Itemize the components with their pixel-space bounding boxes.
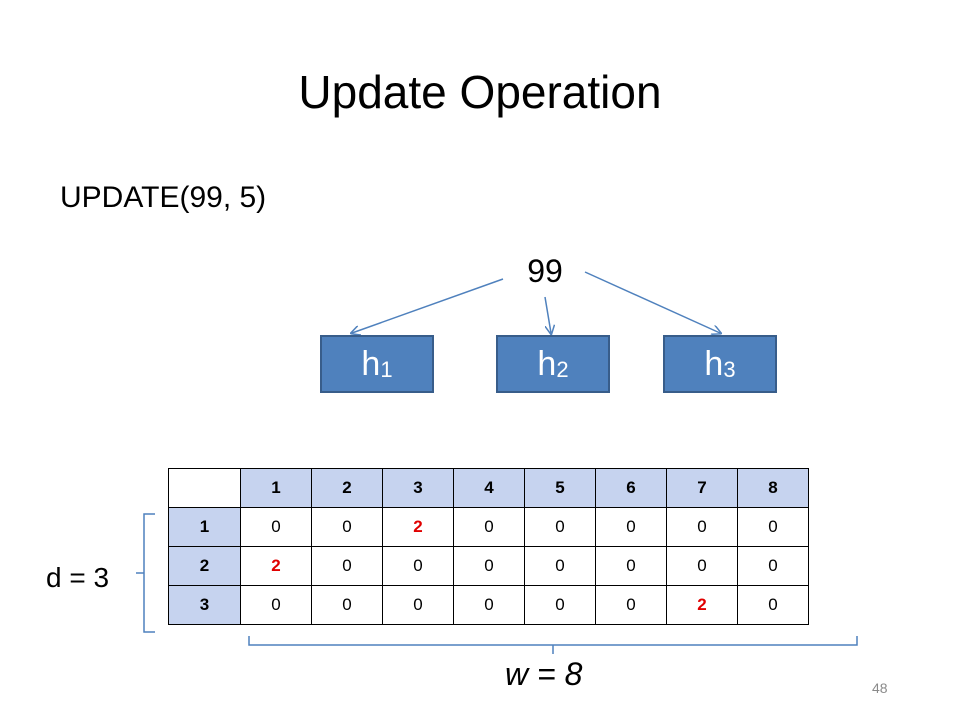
update-command: UPDATE(99, 5) xyxy=(60,181,267,214)
column-header: 1 xyxy=(240,468,312,508)
table-cell: 0 xyxy=(311,546,383,586)
table-cell: 0 xyxy=(311,507,383,547)
table-cell: 0 xyxy=(524,546,596,586)
table-row: 1 0 0 2 0 0 0 0 0 xyxy=(168,507,809,547)
depth-brace xyxy=(136,513,155,633)
column-header: 6 xyxy=(595,468,667,508)
table-cell: 0 xyxy=(311,585,383,625)
table-cell: 0 xyxy=(595,546,667,586)
table-cell: 0 xyxy=(453,546,525,586)
table-cell: 0 xyxy=(382,585,454,625)
arrow-to-h2 xyxy=(544,296,551,333)
row-header: 1 xyxy=(168,507,241,547)
hash-h1-base: h xyxy=(361,344,381,383)
column-header: 5 xyxy=(524,468,596,508)
table-header-row: 1 2 3 4 5 6 7 8 xyxy=(168,468,809,508)
hash-h2-base: h xyxy=(537,344,557,383)
table-cell: 0 xyxy=(240,507,312,547)
hash-h2-subscript: 2 xyxy=(556,357,569,382)
hash-h1-subscript: 1 xyxy=(380,357,393,382)
arrow-to-h3 xyxy=(584,271,720,333)
table-cell: 0 xyxy=(666,507,738,547)
table-row: 2 2 0 0 0 0 0 0 0 xyxy=(168,546,809,586)
page-number: 48 xyxy=(872,680,888,696)
table-cell: 0 xyxy=(595,585,667,625)
column-header: 2 xyxy=(311,468,383,508)
table-row: 3 0 0 0 0 0 0 2 0 xyxy=(168,585,809,625)
hash-h3-subscript: 3 xyxy=(723,357,736,382)
table-cell: 0 xyxy=(382,546,454,586)
table-cell: 0 xyxy=(240,585,312,625)
updated-counter-cell: 2 xyxy=(240,546,312,586)
table-cell: 0 xyxy=(453,585,525,625)
column-header: 4 xyxy=(453,468,525,508)
table-cell: 0 xyxy=(524,507,596,547)
updated-counter-cell: 2 xyxy=(666,585,738,625)
row-header: 2 xyxy=(168,546,241,586)
table-cell: 0 xyxy=(453,507,525,547)
column-header: 8 xyxy=(737,468,809,508)
column-header: 3 xyxy=(382,468,454,508)
width-brace xyxy=(248,636,858,654)
table-cell: 0 xyxy=(737,507,809,547)
depth-label: d = 3 xyxy=(46,562,110,593)
table-cell: 0 xyxy=(595,507,667,547)
table-cell: 0 xyxy=(666,546,738,586)
table-corner-cell xyxy=(168,468,241,508)
table-cell: 0 xyxy=(524,585,596,625)
table-cell: 0 xyxy=(737,585,809,625)
count-min-sketch-table: 1 2 3 4 5 6 7 8 1 0 0 2 0 0 0 0 0 2 2 0 … xyxy=(168,468,809,625)
table-cell: 0 xyxy=(737,546,809,586)
column-header: 7 xyxy=(666,468,738,508)
row-header: 3 xyxy=(168,585,241,625)
key-label: 99 xyxy=(527,253,563,289)
slide-title: Update Operation xyxy=(298,66,662,118)
arrow-to-h1 xyxy=(352,278,504,333)
updated-counter-cell: 2 xyxy=(382,507,454,547)
width-label: w = 8 xyxy=(505,656,583,692)
hash-h3-base: h xyxy=(704,344,724,383)
